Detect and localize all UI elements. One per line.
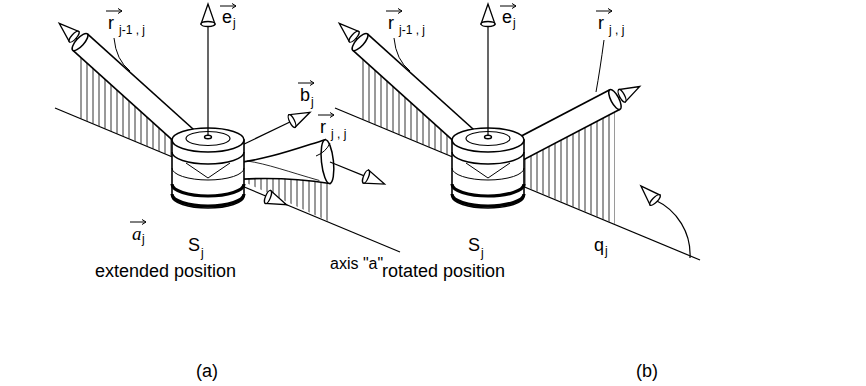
leader-line	[596, 40, 604, 92]
horn-end	[319, 139, 336, 184]
vector-overarrow	[298, 81, 314, 86]
vector-symbol: a	[132, 224, 142, 243]
vector-symbol: r	[388, 14, 394, 32]
horn-twist	[247, 154, 319, 188]
subscript: j	[481, 247, 484, 259]
vector-overarrow	[596, 9, 612, 14]
rotation-arrowhead	[636, 181, 662, 207]
vector-overarrow	[386, 9, 402, 14]
joint-symbol: S	[468, 236, 480, 254]
vector-arrowhead	[263, 190, 289, 212]
vector-overarrows	[106, 4, 612, 225]
vector-shaft	[330, 162, 366, 177]
vector-symbol: b	[300, 86, 310, 104]
subscript: j	[311, 96, 314, 108]
vector-arrowhead	[481, 4, 495, 27]
subscript: j	[142, 233, 145, 245]
vector-arrowhead	[201, 4, 215, 27]
vector-arrowhead	[361, 169, 387, 190]
vector-shaft	[207, 24, 208, 136]
subscript: j , j	[331, 128, 346, 140]
rotation-arc	[655, 200, 690, 258]
vector-arrowhead	[287, 106, 313, 128]
leader-line	[316, 143, 330, 156]
position-caption: extended position	[95, 262, 236, 280]
vector-overarrow	[318, 113, 334, 118]
subscript: j , j	[609, 24, 624, 36]
subscript: j	[605, 245, 608, 257]
subscript: j-1 , j	[399, 24, 425, 36]
joint-symbol: S	[188, 236, 200, 254]
vector-symbol: r	[598, 14, 604, 32]
axis-line	[55, 108, 400, 252]
vector-symbol: r	[320, 118, 326, 136]
joint-cylinder	[452, 128, 524, 208]
panel-label: (a)	[196, 362, 218, 380]
subscript: j	[201, 247, 204, 259]
link-tube	[332, 15, 479, 150]
leader-line	[394, 38, 410, 71]
subscript: j-1 , j	[119, 24, 145, 36]
vector-symbol: r	[108, 14, 114, 32]
axis-label: axis "a"	[330, 256, 383, 272]
vector-overarrow	[106, 9, 122, 14]
axis-line	[335, 108, 700, 260]
subscript: j	[513, 17, 516, 29]
subscript: j	[233, 17, 236, 29]
position-caption: rotated position	[382, 262, 505, 280]
leader-line	[114, 38, 130, 71]
link-tube	[52, 15, 199, 150]
panel-label: (b)	[636, 362, 658, 380]
vector-symbol: e	[502, 8, 512, 26]
vector-symbol: e	[222, 8, 232, 26]
joint-cylinder	[172, 128, 244, 208]
angle-symbol: q	[594, 236, 604, 254]
vector-shaft	[487, 24, 488, 136]
